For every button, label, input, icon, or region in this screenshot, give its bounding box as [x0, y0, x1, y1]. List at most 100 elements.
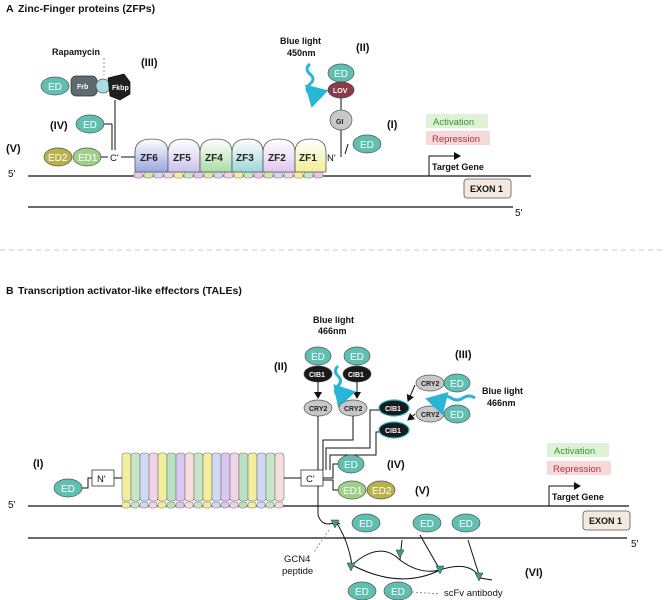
ed-domain-i — [352, 134, 382, 154]
panel-b: B Transcription activator-like effectors… — [6, 285, 639, 600]
activation-label-b: Activation — [554, 446, 595, 457]
ed-domain-b-vi-1 — [351, 513, 381, 533]
ed-label-i: ED — [360, 140, 374, 151]
tale-dna-contacts — [121, 501, 284, 509]
ed-label-b-iv: ED — [344, 460, 358, 471]
ed-v-b-connector — [323, 479, 338, 491]
zf3-label: ZF3 — [236, 153, 254, 164]
zf-dna-contacts — [133, 171, 324, 179]
blue-light-wave-b2 — [425, 391, 476, 416]
ed-domain-b-ii-2 — [343, 346, 371, 366]
cry2-label-b-ii-1: CRY2 — [309, 406, 328, 413]
ed-label-b-i: ED — [61, 484, 75, 495]
activation-badge-b — [547, 443, 609, 457]
repression-label-a: Repression — [432, 134, 480, 145]
cib1-label-b-ii-2: CIB1 — [348, 372, 364, 379]
dna-5prime-top-b: 5' — [8, 500, 16, 511]
zf5-label: ZF5 — [173, 153, 191, 164]
gcn4-peptide-5 — [474, 572, 484, 582]
panel-a: A Zinc-Finger proteins (ZFPs) 5' 5' — [6, 3, 531, 219]
dna-5prime-top: 5' — [8, 169, 16, 180]
zinc-finger-1 — [294, 138, 327, 173]
ed-domain-b-vi-2 — [412, 513, 442, 533]
cry2-linker-2 — [322, 416, 354, 470]
cry-cib-arrow-1 — [406, 384, 416, 402]
n-terminus-label: N' — [327, 153, 336, 164]
blue-light-label-b2: Blue light — [482, 386, 523, 396]
cib1-linker-2 — [329, 431, 379, 470]
dna-5prime-bottom: 5' — [515, 208, 523, 219]
roman-v-a: (V) — [6, 143, 21, 155]
ed-label-b-iii-2: ED — [450, 410, 464, 421]
ed-domain-b-vi-5 — [383, 581, 413, 600]
gcn4-pointer — [313, 529, 330, 553]
cib1-domain-b-iii-2 — [378, 421, 410, 439]
ed-domain-b-vi-3 — [451, 513, 481, 533]
wavelength-label-b1: 466nm — [318, 326, 347, 336]
cry2-label-b-iii-2: CRY2 — [421, 412, 440, 419]
panel-a-title: Zinc-Finger proteins (ZFPs) — [18, 3, 155, 15]
blue-light-label-a: Blue light — [280, 36, 321, 46]
n-terminus-label-b: N' — [97, 474, 106, 485]
gcn4-peptide-4 — [435, 565, 445, 575]
ed-domain-b-iii-1 — [443, 373, 471, 393]
ed-label-iii: ED — [48, 82, 62, 93]
ed1-label-a: ED1 — [78, 153, 98, 164]
activation-badge-a — [426, 114, 488, 128]
frb-label: Frb — [77, 84, 88, 91]
dna-5prime-bottom-b: 5' — [631, 539, 639, 550]
ed-label-b-vi-5: ED — [391, 587, 405, 598]
tale-repeat-array — [121, 452, 285, 502]
ed-label-ii: ED — [334, 69, 348, 80]
activation-label-a: Activation — [433, 117, 474, 128]
exon-label-a: EXON 1 — [470, 184, 503, 194]
target-gene-label-b: Target Gene — [552, 492, 604, 502]
ed-i-connector — [344, 143, 349, 155]
zf6-label: ZF6 — [140, 153, 158, 164]
ed1-label-b: ED1 — [343, 486, 363, 497]
exon-box-a — [463, 178, 512, 199]
target-gene-label-a: Target Gene — [432, 162, 484, 172]
ed-domain-b-vi-4 — [347, 581, 377, 600]
ed2-domain — [43, 147, 73, 167]
ed2-label-a: ED2 — [48, 153, 68, 164]
cib1-label-b-ii-1: CIB1 — [309, 372, 325, 379]
ed2-label-b: ED2 — [372, 486, 392, 497]
gi-label: GI — [336, 119, 343, 126]
ed1-domain-b — [337, 480, 367, 500]
roman-vi-b: (VI) — [525, 567, 543, 579]
ed-label-b-vi-1: ED — [359, 519, 373, 530]
repression-badge-b — [547, 461, 611, 475]
roman-ii-b: (II) — [274, 361, 288, 373]
tss-arrow-a — [428, 152, 461, 176]
repression-badge-a — [426, 131, 490, 145]
ed-domain-b-ii-1 — [304, 346, 332, 366]
cib1-label-b-iii-2: CIB1 — [385, 428, 401, 435]
zf2-label: ZF2 — [268, 153, 286, 164]
gcn4-label: GCN4 — [284, 554, 310, 565]
cib1-label-b-iii-1: CIB1 — [385, 406, 401, 413]
c-terminus-label-b: C' — [306, 474, 315, 485]
cib1-domain-b-iii-1 — [378, 399, 410, 417]
tss-arrow-b — [548, 482, 581, 506]
ed-label-b-vi-4: ED — [355, 587, 369, 598]
roman-iv-b: (IV) — [387, 459, 405, 471]
scfv-label: scFv antibody — [444, 588, 503, 599]
n-term-connector — [82, 477, 92, 489]
scfv-pointer — [411, 591, 441, 595]
peptide-label: peptide — [282, 566, 313, 577]
roman-ii-a: (II) — [356, 42, 370, 54]
wavelength-label-a: 450nm — [287, 48, 316, 58]
blue-light-wave-b1 — [333, 364, 357, 408]
panel-b-title: Transcription activator-like effectors (… — [18, 285, 242, 297]
c-terminus-label: C' — [110, 153, 119, 164]
roman-iii-a: (III) — [141, 57, 158, 69]
gcn4-peptide-2 — [346, 562, 356, 572]
gcn4-peptide-3 — [395, 549, 405, 559]
cry2-label-b-ii-2: CRY2 — [344, 406, 363, 413]
panel-a-letter: A — [6, 3, 14, 15]
ed-label-b-vi-3: ED — [459, 519, 473, 530]
suntag-loop — [351, 550, 441, 572]
ed-label-b-ii-1: ED — [311, 352, 325, 363]
ed-iv-b-connector — [323, 463, 338, 479]
